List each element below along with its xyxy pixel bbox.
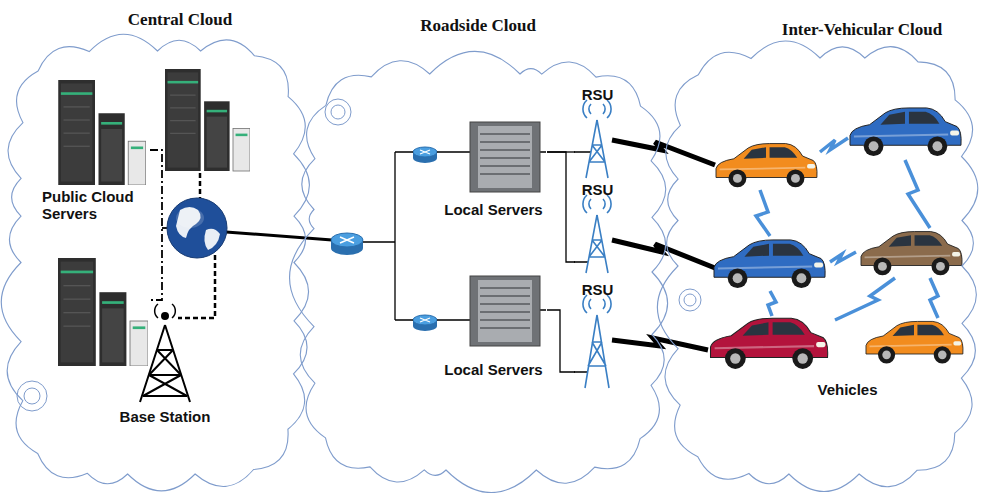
cars [711, 108, 964, 369]
rsu-tower: RSU [575, 86, 620, 180]
routers-part [420, 318, 430, 322]
local-server-icons-part [480, 134, 530, 174]
cloud-outline-path [290, 51, 668, 492]
local-server-icons-part [470, 276, 540, 346]
v2v-links-part [756, 190, 770, 236]
cloud-heading: Roadside Cloud [420, 16, 536, 36]
rsu-label: RSU [582, 281, 614, 298]
v2v-links-part [820, 138, 848, 152]
decor-circles-part [24, 388, 40, 404]
rsu-tower: RSU [575, 181, 620, 278]
local-server-icons-part [480, 288, 530, 328]
decor-circles-part [325, 99, 351, 125]
wireless-links-part [612, 140, 715, 165]
base-station-tower-part [140, 325, 190, 402]
vehicles-label: Vehicles [817, 381, 877, 398]
rsu-towers-part [586, 120, 608, 178]
server-group: Public Cloud Servers [42, 188, 150, 228]
rsu-tower: RSU [575, 281, 620, 393]
local-server: Local Servers [440, 272, 547, 378]
cars-part [711, 318, 828, 369]
cloud-outline-path [657, 41, 977, 492]
roadside-wires-part [363, 152, 413, 320]
routers-part [420, 150, 430, 154]
server-label: Local Servers [444, 201, 542, 218]
central-links-part [178, 255, 215, 318]
cloud-outline-path [1, 34, 309, 491]
globe-part [204, 229, 220, 250]
globe [167, 198, 227, 258]
cloud-heading: Inter-Vehicular Cloud [782, 20, 942, 40]
server-label: Local Servers [444, 361, 542, 378]
cars-part [714, 240, 825, 288]
vehicle-group: Vehicles [805, 378, 890, 402]
central-links-part [148, 150, 162, 300]
local-server-icons [470, 122, 540, 346]
rsu-towers [583, 100, 611, 388]
routers-part [413, 147, 437, 157]
globe-part [167, 198, 227, 258]
roadside-wires-part [540, 152, 546, 310]
wire-link [547, 310, 575, 372]
globe-part [176, 208, 204, 228]
v2v-links-part [835, 278, 895, 320]
local-server-icons-part [478, 126, 532, 188]
roadside-wires-part [437, 152, 470, 320]
base-station-tower-part [162, 313, 168, 319]
public-servers-part [58, 80, 146, 185]
public-servers-part [58, 258, 148, 366]
routers [331, 147, 437, 331]
v2v-links-part [905, 160, 930, 228]
v2v-links-part [930, 278, 938, 318]
rsu-towers-part [586, 215, 608, 273]
decor-circles-part [331, 105, 345, 119]
v2v-links-part [830, 252, 856, 262]
cars-part [716, 144, 817, 188]
cloud-heading: Central Cloud [128, 10, 232, 30]
rsu-towers-part [585, 315, 609, 388]
base-station-tower [140, 304, 190, 402]
routers-part [340, 237, 354, 243]
central-links-part [226, 232, 332, 240]
server-label: Public Cloud Servers [42, 188, 142, 223]
central-links-part [199, 173, 202, 198]
cloud-outline [298, 58, 668, 486]
cars-part [861, 232, 962, 276]
decor-circles-part [679, 289, 701, 311]
base-station: Base Station [110, 405, 220, 429]
rsu-label: RSU [582, 181, 614, 198]
v2v-links [756, 138, 938, 320]
station-label: Base Station [120, 408, 211, 425]
routers-part [331, 233, 363, 247]
local-server-icons-part [470, 122, 540, 192]
cloud-region: Roadside CloudLocal ServersLocal Servers… [298, 16, 668, 486]
cars-part [850, 108, 961, 156]
rsu-label: RSU [582, 86, 614, 103]
base-station-tower-part [172, 304, 175, 318]
local-server-icons-part [478, 280, 532, 342]
base-station-tower-part [143, 350, 187, 396]
cloud-region: Inter-Vehicular CloudVehicles [662, 20, 978, 490]
public-servers-part [165, 69, 250, 171]
decor-circles-part [684, 294, 696, 306]
cloud-outline [662, 42, 978, 490]
local-server: Local Servers [440, 118, 547, 218]
cars-part [866, 321, 963, 363]
central-links-part [162, 227, 167, 229]
v2v-links-part [768, 291, 776, 316]
routers-part [413, 315, 437, 325]
decor-circles-part [17, 381, 47, 411]
base-station-tower-part [155, 304, 158, 318]
cloud-region: Central CloudPublic Cloud ServersBase St… [5, 10, 310, 490]
base-station-tower-part [143, 350, 187, 396]
wire-link [547, 152, 575, 262]
